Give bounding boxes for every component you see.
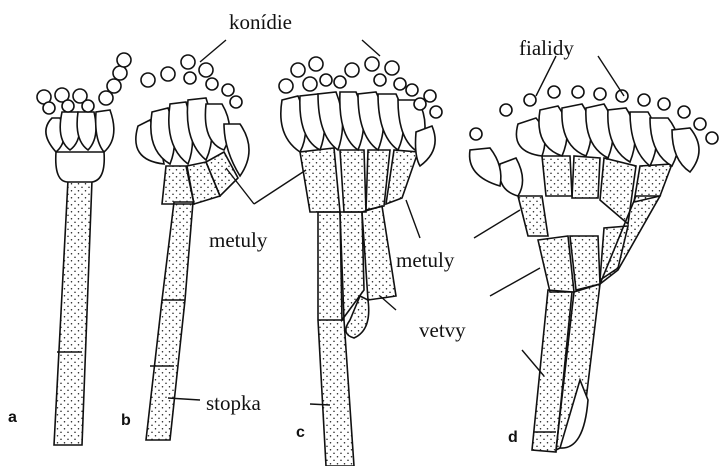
leader-vetvy-d — [490, 268, 540, 296]
leader-konidie-c — [362, 40, 380, 56]
panel-label-a: a — [8, 410, 17, 426]
panel-label-c: c — [296, 425, 305, 441]
structure-a — [37, 53, 131, 445]
leader-konidie-b — [200, 40, 226, 62]
leader-vetvy-c — [380, 296, 396, 310]
label-stopka: stopka — [206, 393, 261, 414]
leader-metuly-2-c — [406, 200, 420, 238]
label-metuly-2: metuly — [396, 250, 454, 271]
label-fialidy: fialidy — [519, 38, 574, 59]
panel-label-d: d — [508, 430, 518, 446]
structure-d — [470, 86, 718, 452]
leader-stopka-c — [310, 404, 330, 405]
leader-metuly-1-c — [254, 170, 306, 204]
leader-metuly-2-d — [474, 210, 520, 238]
panel-label-b: b — [121, 413, 131, 429]
label-vetvy: vetvy — [419, 320, 466, 341]
label-metuly-1: metuly — [209, 230, 267, 251]
label-konidie: konídie — [229, 12, 292, 33]
